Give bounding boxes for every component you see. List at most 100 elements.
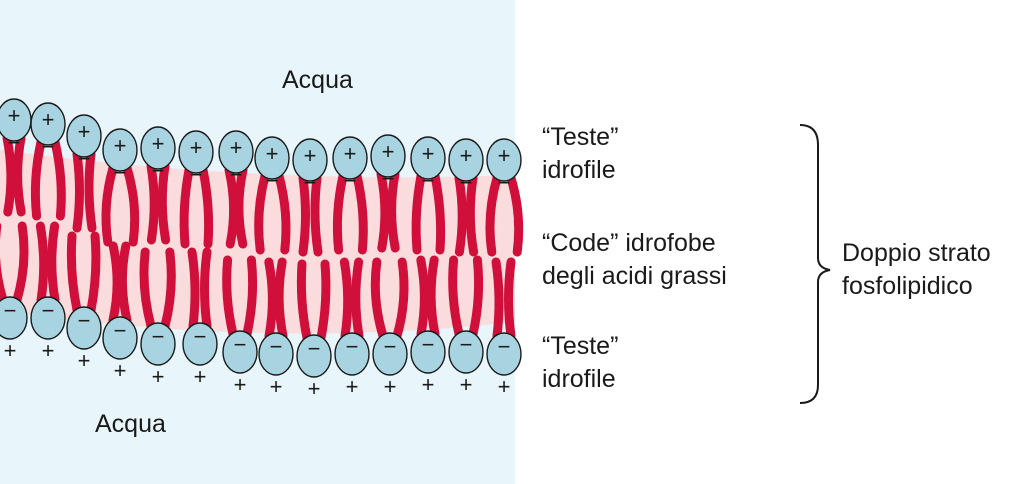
charge-symbol: − [460, 170, 473, 195]
charge-symbol: − [42, 134, 55, 159]
top-phospholipid-head [30, 102, 66, 146]
charge-symbol: + [460, 372, 473, 397]
top-leaflet-tail [2, 133, 16, 217]
top-phospholipid-head [178, 130, 214, 174]
charge-symbol: + [114, 133, 127, 158]
charge-symbol: + [270, 374, 283, 399]
top-leaflet-tail [352, 171, 368, 255]
bottom-leaflet-tail [86, 231, 101, 315]
bottom-phospholipid-head [410, 330, 446, 374]
top-leaflet-tail [274, 171, 291, 255]
bottom-leaflet-tail [200, 247, 212, 331]
top-leaflet-tail [30, 137, 46, 221]
top-leaflet-tail [198, 165, 214, 249]
charge-symbol: + [384, 374, 397, 399]
bottom-leaflet-tail [12, 221, 29, 305]
top-leaflet-tail [84, 149, 97, 233]
top-leaflet-tail [376, 169, 390, 253]
charge-symbol: − [308, 336, 321, 361]
bottom-phospholipid-head [140, 322, 176, 366]
charge-symbol: + [498, 143, 511, 168]
charge-symbol: − [266, 168, 279, 193]
bottom-phospholipid-head [102, 316, 138, 360]
top-leaflet-tail [454, 173, 467, 257]
top-phospholipid-head [448, 138, 484, 182]
bottom-heads-label-line-1: “Teste” [542, 332, 619, 360]
bottom-leaflet-tail [117, 241, 132, 325]
charge-symbol: − [190, 162, 203, 187]
top-phospholipid-head [486, 138, 522, 182]
top-leaflet-tail [224, 165, 239, 249]
charge-symbol: + [230, 135, 243, 160]
top-leaflet-tail [72, 149, 84, 233]
top-leaflet-tail [146, 161, 159, 245]
top-leaflet-tail [310, 173, 323, 257]
top-leaflet-tail [332, 171, 348, 255]
charge-symbol: + [152, 131, 165, 156]
bottom-leaflet-tail [108, 241, 122, 325]
bottom-phospholipid-head [66, 306, 102, 350]
tails-label: “Code” idrofobe degli acidi grassi [542, 227, 727, 293]
charge-symbol: + [460, 143, 473, 168]
top-leaflet-tail [411, 171, 426, 255]
charge-symbol: + [234, 372, 247, 397]
charge-symbol: + [308, 376, 321, 401]
charge-symbol: − [344, 168, 357, 193]
top-heads-label-line-2: idrofile [542, 156, 616, 184]
bottom-heads-label-line-2: idrofile [542, 365, 616, 393]
top-phospholipid-head [410, 136, 446, 180]
top-heads-label-line-1: “Teste” [542, 123, 619, 151]
bottom-leaflet-tail [339, 257, 353, 341]
charge-symbol: + [304, 143, 317, 168]
bottom-phospholipid-head [0, 296, 28, 340]
bottom-heads-label: “Teste” idrofile [542, 330, 618, 396]
bilayer-label: Doppio strato fosfolipidico [842, 237, 991, 303]
top-phospholipid-head [254, 136, 290, 180]
charge-symbol: − [152, 158, 165, 183]
bottom-leaflet-tail [370, 257, 388, 341]
charge-symbol: + [42, 107, 55, 132]
charge-symbol: + [498, 374, 511, 399]
charge-symbol: + [190, 135, 203, 160]
top-leaflet-tail [254, 171, 270, 255]
top-phospholipid-head [292, 138, 328, 182]
hydrophilic-heads: +−+−+−+−+−+−+−+−+−+−+−+−+−+−−+−+−+−+−+−+… [0, 98, 522, 401]
bottom-leaflet-tail [47, 221, 60, 305]
bottom-leaflet-tail [222, 255, 238, 339]
charge-symbol: + [422, 141, 435, 166]
top-phospholipid-head [102, 128, 138, 172]
charge-symbol: − [498, 170, 511, 195]
charge-symbol: − [4, 298, 17, 323]
charge-symbol: + [8, 103, 21, 128]
bottom-leaflet-tail [416, 255, 429, 339]
bottom-leaflet-tail [491, 257, 504, 341]
water-bottom-label: Acqua [95, 410, 166, 438]
top-leaflet-tail [485, 173, 502, 257]
top-leaflet-tail [465, 173, 479, 257]
top-leaflet-tail [50, 137, 66, 221]
charge-symbol: − [42, 298, 55, 323]
top-leaflet-tail [430, 171, 446, 255]
bottom-leaflet-tail [392, 257, 409, 341]
charge-symbol: + [78, 119, 91, 144]
charge-symbol: − [78, 146, 91, 171]
charge-symbol: + [382, 139, 395, 164]
top-leaflet-tail [387, 169, 400, 253]
charge-symbol: − [346, 334, 359, 359]
bilayer-brace [799, 124, 831, 404]
charge-symbol: + [422, 372, 435, 397]
top-phospholipid-head [370, 134, 406, 178]
bilayer-label-line-1: Doppio strato [842, 239, 991, 267]
charge-symbol: + [194, 364, 207, 389]
tails-label-line-2: degli acidi grassi [542, 262, 727, 290]
bottom-leaflet-tail [242, 255, 258, 339]
top-leaflet-tail [122, 163, 140, 247]
charge-symbol: − [422, 332, 435, 357]
charge-symbol: + [114, 358, 127, 383]
bottom-phospholipid-head [182, 322, 218, 366]
charge-symbol: − [422, 168, 435, 193]
bottom-phospholipid-head [486, 332, 522, 376]
bottom-phospholipid-head [222, 330, 258, 374]
bottom-phospholipid-head [258, 332, 294, 376]
bottom-leaflet-tail [468, 255, 484, 339]
